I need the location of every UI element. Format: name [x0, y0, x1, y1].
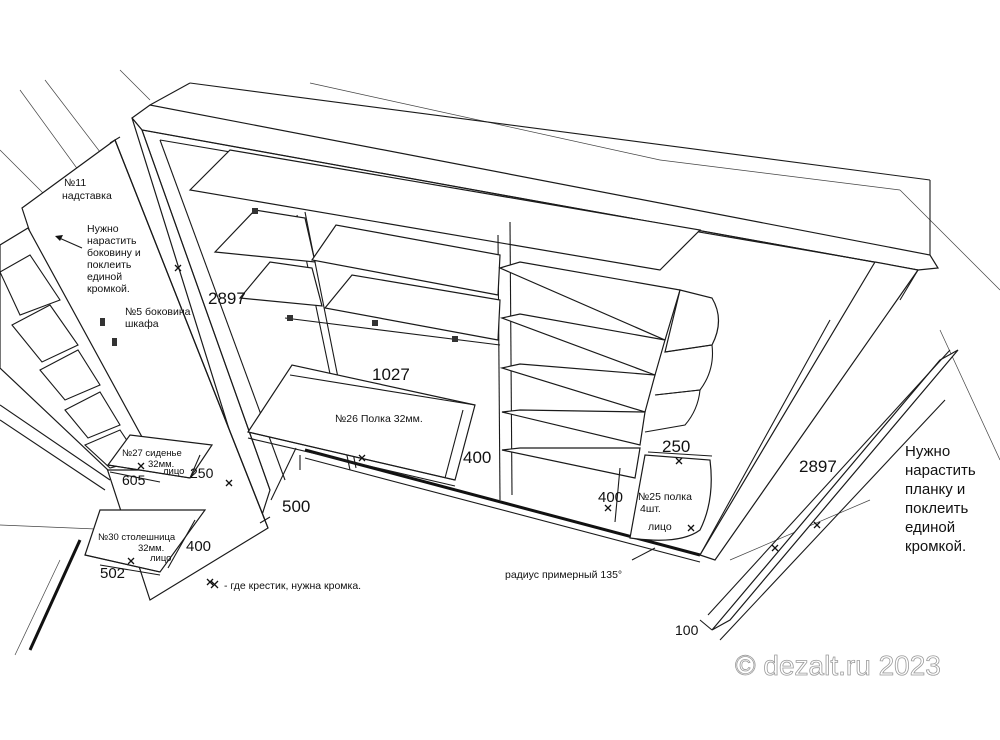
corner-shelf-width-dimension: 250	[662, 437, 690, 456]
part27-label-1: №27 сиденье	[122, 448, 182, 459]
seat-part	[106, 434, 214, 479]
part25-label-1: №25 полка	[638, 491, 692, 503]
svg-text:кромкой.: кромкой.	[905, 538, 966, 555]
part11-label-1: №11	[64, 177, 86, 189]
tabletop-part	[84, 509, 207, 573]
seat-depth-dimension: 250	[190, 465, 214, 481]
svg-text:поклеить: поклеить	[87, 259, 132, 271]
desk-width-dimension: 1027	[372, 365, 410, 384]
svg-text:нарастить: нарастить	[87, 235, 137, 247]
desk-offset-dimension: 500	[282, 497, 310, 516]
wardrobe-carcass	[131, 82, 959, 641]
svg-text:- где крестик, нужна кромка.: - где крестик, нужна кромка.	[224, 580, 361, 592]
part25-face-label: лицо	[648, 521, 672, 533]
part27-label-2: 32мм.	[148, 459, 174, 470]
svg-text:нарастить: нарастить	[905, 462, 976, 479]
part30-label-2: 32мм.	[138, 543, 164, 554]
cross-legend: - где крестик, нужна кромка.	[210, 580, 361, 592]
svg-text:боковину и: боковину и	[87, 247, 141, 259]
part11-label-2: надставка	[62, 190, 112, 202]
watermark: © dezalt.ru 2023	[735, 650, 941, 681]
right-note: Нужно нарастить планку и поклеить единой…	[905, 443, 976, 555]
tabletop-width-dimension: 502	[100, 565, 125, 582]
desk-depth-dimension: 400	[463, 448, 491, 467]
svg-text:кромкой.: кромкой.	[87, 283, 130, 295]
svg-text:поклеить: поклеить	[905, 500, 969, 517]
side-note: Нужно нарастить боковину и поклеить един…	[87, 223, 141, 295]
svg-text:единой: единой	[87, 271, 122, 283]
radius-note: радиус примерный 135°	[505, 569, 622, 581]
part26-label: №26 Полка 32мм.	[335, 413, 423, 425]
svg-text:планку и: планку и	[905, 481, 965, 498]
part27-face-label: лицо	[163, 466, 184, 477]
bottom-offset-dimension: 100	[675, 622, 699, 638]
edge-crosses	[127, 264, 821, 586]
svg-text:Нужно: Нужно	[905, 443, 950, 460]
right-height-dimension: 2897	[799, 457, 837, 476]
tabletop-depth-dimension: 400	[186, 538, 211, 555]
desk-shelf	[247, 364, 476, 487]
part5-label-1: №5 боковина	[125, 306, 191, 318]
svg-text:единой: единой	[905, 519, 955, 536]
part30-label-1: №30 столешница	[98, 532, 176, 543]
part25-label-2: 4шт.	[640, 503, 661, 515]
part30-face-label: лицо	[150, 553, 171, 564]
seat-width-dimension: 605	[122, 472, 146, 488]
dimension-lines	[99, 136, 951, 631]
left-height-dimension: 2897	[208, 289, 246, 308]
svg-text:Нужно: Нужно	[87, 223, 119, 235]
corner-shelf-depth-dimension: 400	[598, 489, 623, 506]
part5-label-2: шкафа	[125, 318, 159, 330]
corner-shelf-part	[629, 454, 712, 541]
door-grid	[0, 227, 162, 491]
